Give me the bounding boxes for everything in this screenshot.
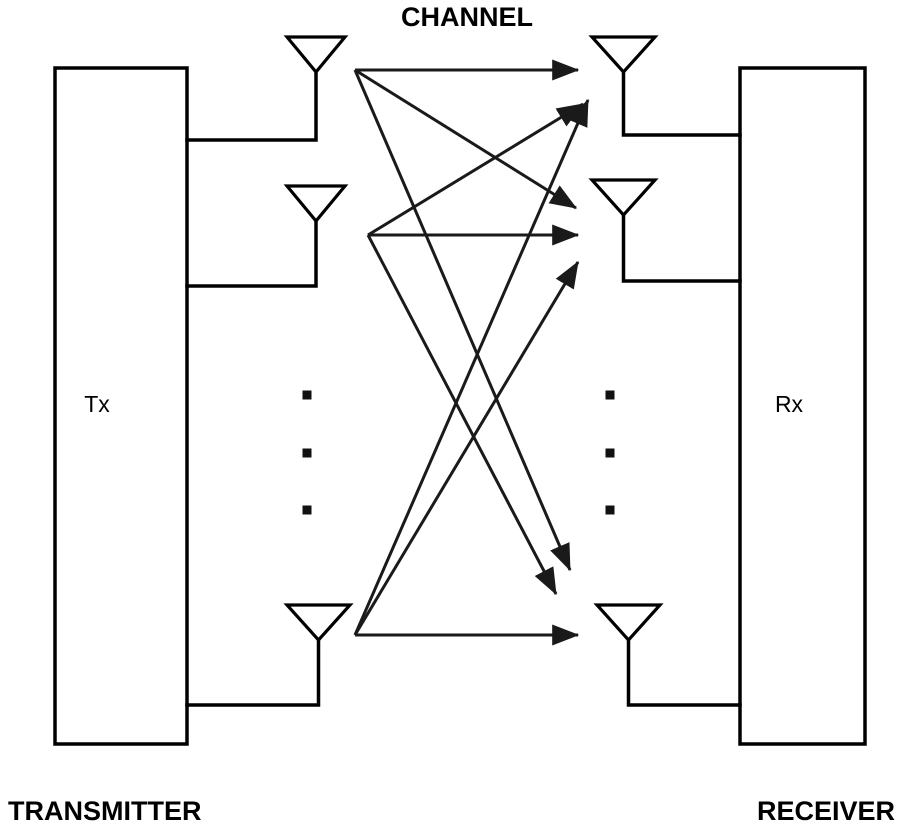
path-tx1-rxn [353,69,572,572]
transmitter-ellipsis [302,390,312,515]
rx-antenna-1-dish [588,35,659,75]
receiver-antenna-array [588,35,742,707]
transmitter-block [53,66,189,746]
transmitter-antenna-array [185,35,354,707]
path-tx1-rx2 [354,68,578,210]
rx-block-label: Rx [775,391,804,417]
transmitter-label: TRANSMITTER [8,796,201,826]
path-tx2-rxn [366,234,558,596]
receiver-block [738,66,867,746]
path-txn-rx1 [353,98,590,636]
tx-ellipsis-dot-2 [302,448,312,458]
rx-ellipsis-dot-3 [605,505,615,515]
rx-ellipsis-dot-1 [605,390,615,400]
channel-path-group [353,59,590,646]
path-txn-rx2 [353,260,580,636]
tx-ellipsis-dot-3 [302,505,312,515]
rx-antenna-n-dish [593,603,664,643]
tx-antenna-2-dish [283,184,349,224]
rx-ellipsis-dot-2 [605,448,615,458]
tx-antenna-n-feed [185,638,321,707]
tx-antenna-2-feed [185,219,318,288]
rx-antenna-1-feed [621,70,742,137]
rx-antenna-2-dish [588,178,659,218]
tx-ellipsis-dot-1 [302,390,312,400]
rx-antenna-n-feed [626,638,742,707]
tx-block-label: Tx [84,391,110,417]
tx-antenna-n-dish [283,603,354,643]
path-tx2-rx1 [367,102,585,237]
receiver-ellipsis [605,390,615,515]
rx-antenna-2-feed [621,213,742,283]
channel-title: CHANNEL [401,2,533,32]
tx-antenna-1-dish [283,35,349,75]
receiver-label: RECEIVER [757,796,895,826]
tx-antenna-1-feed [185,70,318,142]
